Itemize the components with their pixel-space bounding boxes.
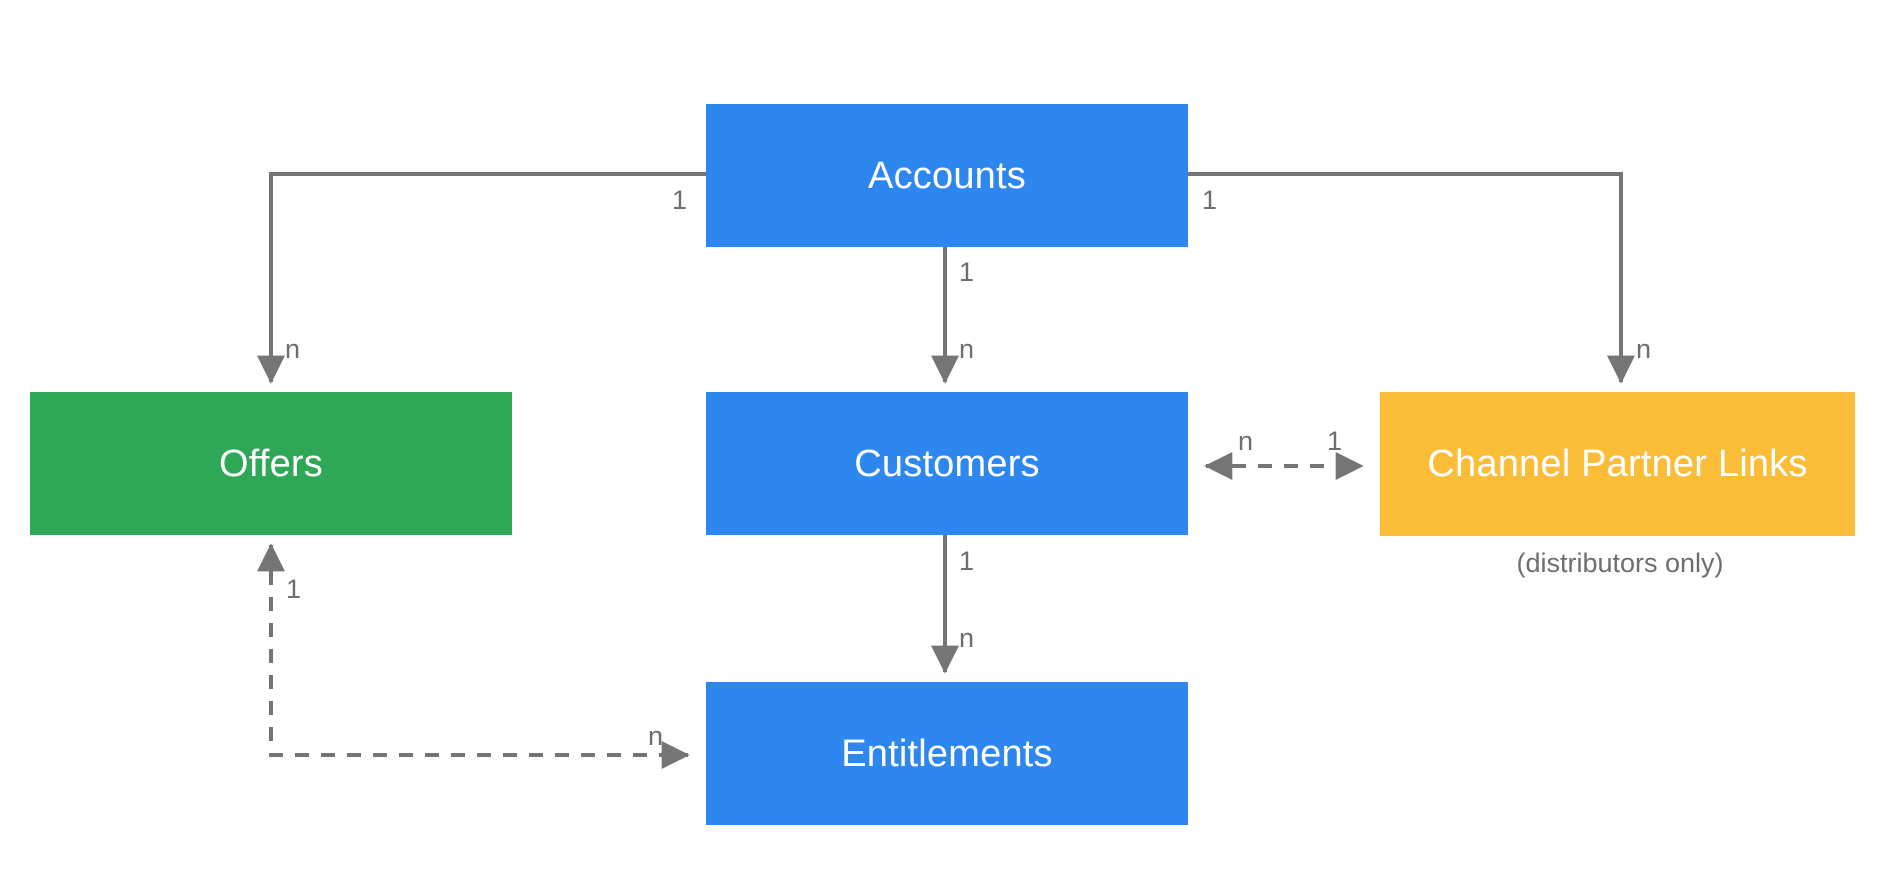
edge-label-accounts-offers-one: 1 <box>672 185 688 215</box>
node-entitlements-label: Entitlements <box>841 732 1053 775</box>
node-offers-label: Offers <box>219 442 323 485</box>
edge-label-customers-cpl-one: 1 <box>1327 426 1343 456</box>
edge-label-offers-entitlements-n: n <box>648 721 664 751</box>
node-accounts[interactable]: Accounts <box>706 104 1188 247</box>
edge-label-accounts-offers-n: n <box>285 334 301 364</box>
edge-label-accounts-customers-n: n <box>959 334 975 364</box>
edge-offers-to-entitlements <box>257 543 690 769</box>
node-accounts-label: Accounts <box>868 154 1026 197</box>
node-channel-partner-links-label: Channel Partner Links <box>1427 443 1808 485</box>
edge-label-accounts-cpl-n: n <box>1636 334 1652 364</box>
edge-label-accounts-cpl-one: 1 <box>1202 185 1218 215</box>
node-customers-label: Customers <box>854 442 1040 485</box>
node-channel-partner-links[interactable]: Channel Partner Links <box>1380 392 1855 536</box>
node-offers[interactable]: Offers <box>30 392 512 535</box>
edge-label-customers-cpl-n: n <box>1238 426 1254 456</box>
edge-label-customers-entitlements-one: 1 <box>959 546 975 576</box>
edge-label-accounts-customers-one: 1 <box>959 257 975 287</box>
edge-accounts-to-channel-partner-links <box>1188 172 1635 384</box>
edge-accounts-to-offers <box>257 172 706 384</box>
node-entitlements[interactable]: Entitlements <box>706 682 1188 825</box>
node-customers[interactable]: Customers <box>706 392 1188 535</box>
distributors-only-note: (distributors only) <box>1516 548 1724 578</box>
edge-label-customers-entitlements-n: n <box>959 623 975 653</box>
edge-label-offers-entitlements-one: 1 <box>286 574 302 604</box>
